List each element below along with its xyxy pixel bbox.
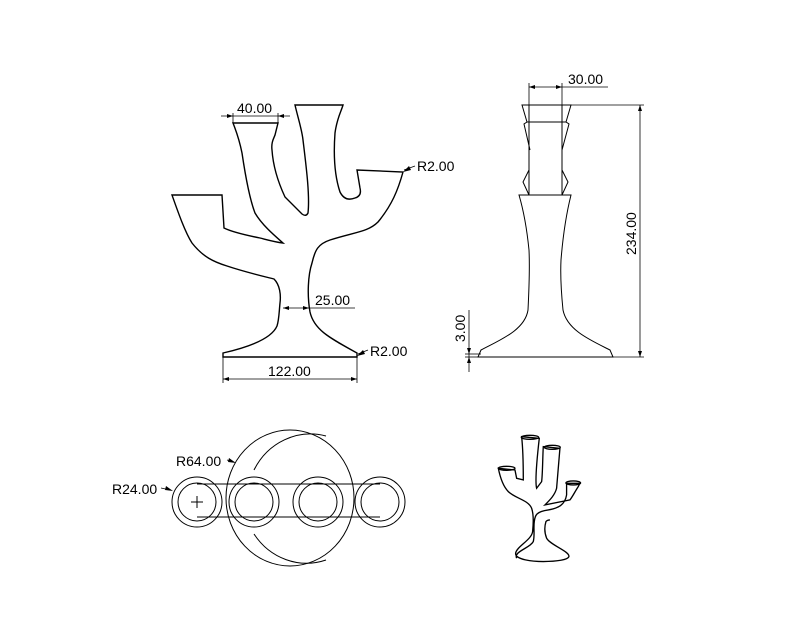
front-view: 40.00 R2.00 25.00 R2.00 122.00: [171, 100, 455, 383]
iso-cup-rim: [520, 434, 540, 440]
dim-label-top-width: 40.00: [237, 100, 272, 116]
side-cup-mid: [523, 121, 570, 151]
top-view: R64.00 R24.00: [112, 429, 406, 567]
arrow-icon: [278, 114, 284, 118]
dim-label-stem-width: 25.00: [315, 292, 350, 308]
arrow-icon: [467, 357, 471, 363]
side-body-outline: [477, 194, 614, 358]
arrow-icon: [351, 377, 357, 381]
arrow-icon: [638, 351, 642, 357]
iso-cup-rim: [565, 480, 582, 486]
dim-label-cup-radius: R24.00: [112, 481, 157, 497]
arrow-icon: [283, 306, 289, 310]
arrow-icon: [227, 114, 233, 118]
isometric-view: [497, 434, 582, 563]
arrow-icon: [357, 350, 365, 356]
top-cup: [354, 476, 406, 528]
iso-outline: [497, 435, 581, 563]
top-cup: [171, 476, 223, 528]
top-cup: [228, 476, 280, 528]
center-mark-icon: [191, 496, 203, 508]
dim-label-branch-radius: R2.00: [417, 158, 455, 174]
dim-label-base-thickness: 3.00: [452, 315, 468, 342]
side-view: 30.00 234.00 3.00: [452, 71, 644, 372]
arrow-icon: [556, 85, 562, 89]
arrow-icon: [638, 105, 642, 111]
dim-label-base-radius: R2.00: [370, 343, 408, 359]
arrow-icon: [403, 166, 411, 172]
arrow-icon: [223, 377, 229, 381]
top-base-circle: [225, 429, 355, 567]
top-cup: [292, 476, 344, 528]
arrow-icon: [529, 85, 535, 89]
dim-label-height: 234.00: [623, 212, 639, 255]
arrow-icon: [467, 348, 471, 354]
side-cup-low: [522, 169, 569, 196]
iso-cup-rim: [543, 444, 561, 450]
arrow-icon: [228, 458, 236, 463]
front-view-outline: [171, 104, 404, 358]
arrow-icon: [165, 486, 173, 491]
dim-label-base-width: 122.00: [268, 363, 311, 379]
arrow-icon: [303, 306, 309, 310]
dim-label-base-circle-radius: R64.00: [176, 453, 221, 469]
iso-cup-rim: [497, 465, 516, 471]
dim-label-side-top: 30.00: [568, 71, 603, 87]
